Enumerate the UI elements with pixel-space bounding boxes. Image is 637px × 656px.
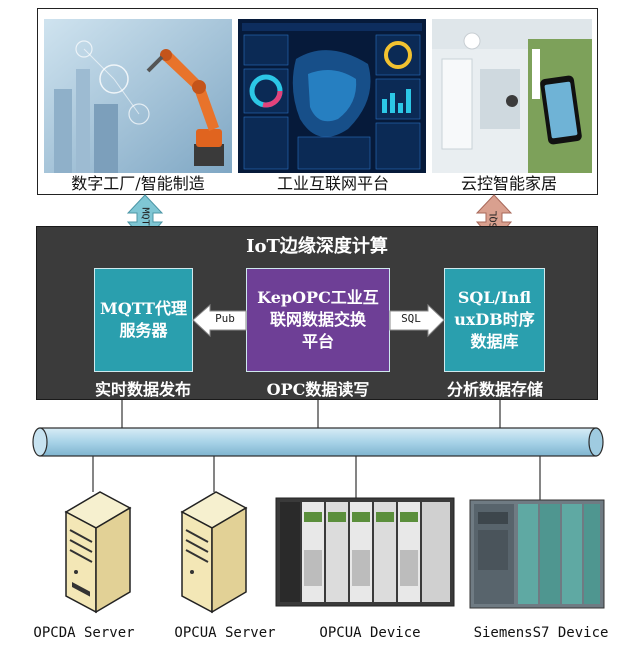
sql-internal-arrow-label: SQL <box>401 312 421 325</box>
siemens-s7-device-icon <box>469 499 605 609</box>
device-label-opcua-server: OPCUA Server <box>174 625 276 641</box>
pub-arrow-label: Pub <box>215 312 235 325</box>
mqtt-broker-text: MQTT代理 服务器 <box>100 299 187 340</box>
field-bus <box>32 427 604 457</box>
iiot-platform-image <box>238 19 426 173</box>
device-label-siemens-s7-device: SiemensS7 Device <box>473 625 609 641</box>
device-label-opcda-server: OPCDA Server <box>33 625 135 641</box>
kepopc-platform-text: KepOPC工业互 联网数据交换 平台 <box>257 288 379 351</box>
mqtt-broker-caption: 实时数据发布 <box>94 380 191 399</box>
kepopc-platform-caption: OPC数据读写 <box>266 380 370 399</box>
timeseries-db-text: SQL/Infl uxDB时序 数据库 <box>454 288 535 351</box>
device-label-opcua-device: OPCUA Device <box>319 625 421 641</box>
pub-arrow <box>192 303 247 338</box>
opcda-server-icon <box>64 491 132 614</box>
smart-home-image <box>432 19 592 173</box>
app-label-smart-home: 云控智能家居 <box>460 174 557 193</box>
opcua-device-plc-icon <box>275 497 455 607</box>
smart-factory-image <box>44 19 232 173</box>
timeseries-db-module: SQL/Infl uxDB时序 数据库 <box>444 268 545 372</box>
opcua-server-icon <box>180 491 248 614</box>
app-label-smart-factory: 数字工厂/智能制造 <box>71 174 205 193</box>
sql-internal-arrow <box>389 303 445 338</box>
app-label-iiot-platform: 工业互联网平台 <box>276 174 389 193</box>
mqtt-broker-module: MQTT代理 服务器 <box>94 268 193 372</box>
edge-title: IoT边缘深度计算 <box>246 236 388 257</box>
timeseries-db-caption: 分析数据存储 <box>446 380 543 399</box>
applications-frame: 数字工厂/智能制造 工业互联网平台 <box>37 8 598 195</box>
